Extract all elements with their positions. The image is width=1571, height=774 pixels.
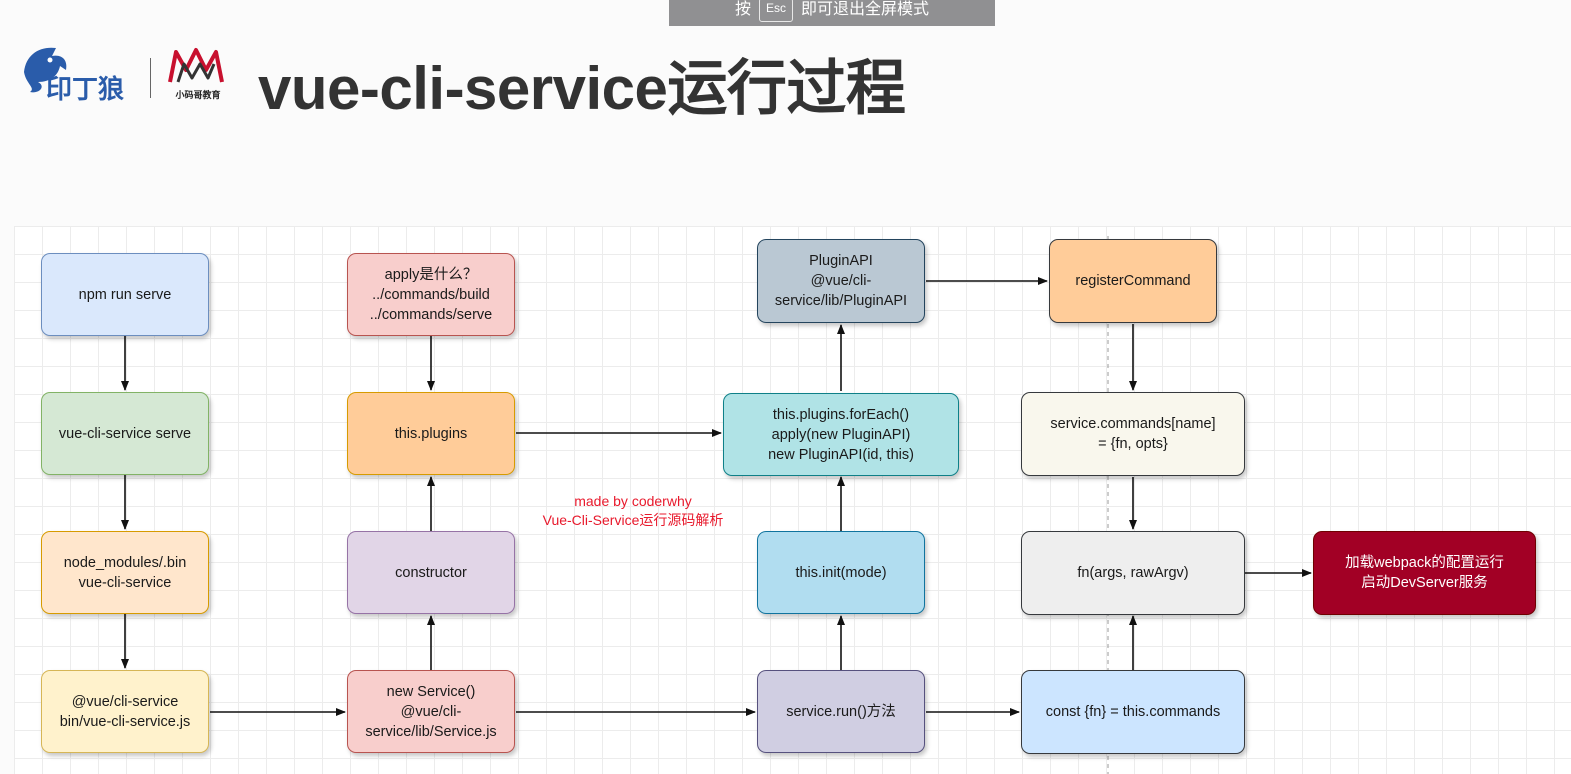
node-node-modules-bin: node_modules/.bin vue-cli-service [41, 531, 209, 614]
node-this-plugins: this.plugins [347, 392, 515, 475]
node-this-init: this.init(mode) [757, 531, 925, 614]
mm-brand-logo-icon: 小码哥教育 [168, 48, 224, 101]
author-watermark: made by coderwhy Vue-Cli-Service运行源码解析 [508, 492, 758, 530]
watermark-line-1: made by coderwhy [574, 493, 692, 509]
node-service-run: service.run()方法 [757, 670, 925, 753]
svg-text:印丁狼: 印丁狼 [46, 74, 124, 104]
logo-divider [150, 58, 151, 98]
esc-key-badge: Esc [758, 0, 793, 22]
node-apply-what: apply是什么？ ../commands/build ../commands/… [347, 253, 515, 336]
hint-prefix: 按 [734, 1, 751, 18]
node-vue-cli-service-js: @vue/cli-service bin/vue-cli-service.js [41, 670, 209, 753]
node-register-command: registerCommand [1049, 239, 1217, 323]
page-title: vue-cli-service运行过程 [258, 55, 906, 122]
wolf-brand-logo-icon: 印丁狼 [24, 47, 124, 104]
svg-text:小码哥教育: 小码哥教育 [174, 89, 220, 101]
watermark-line-2: Vue-Cli-Service运行源码解析 [542, 512, 724, 528]
node-new-service: new Service() @vue/cli- service/lib/Serv… [347, 670, 515, 753]
node-vue-cli-service-serve: vue-cli-service serve [41, 392, 209, 475]
hint-suffix: 即可退出全屏模式 [801, 1, 930, 18]
node-npm-run-serve: npm run serve [41, 253, 209, 336]
node-fn-args: fn(args, rawArgv) [1021, 531, 1245, 615]
node-plugin-api: PluginAPI @vue/cli- service/lib/PluginAP… [757, 239, 925, 323]
node-plugins-foreach: this.plugins.forEach() apply(new PluginA… [723, 393, 959, 476]
node-load-webpack: 加载webpack的配置运行 启动DevServer服务 [1313, 531, 1536, 615]
fullscreen-exit-hint: 按 Esc 即可退出全屏模式 [669, 0, 995, 26]
node-constructor: constructor [347, 531, 515, 614]
slide-header: 印丁狼 小码哥教育 vue-cli-service运行过程 [0, 28, 1571, 128]
node-service-commands: service.commands[name] = {fn, opts} [1021, 392, 1245, 476]
node-const-fn: const {fn} = this.commands [1021, 670, 1245, 754]
